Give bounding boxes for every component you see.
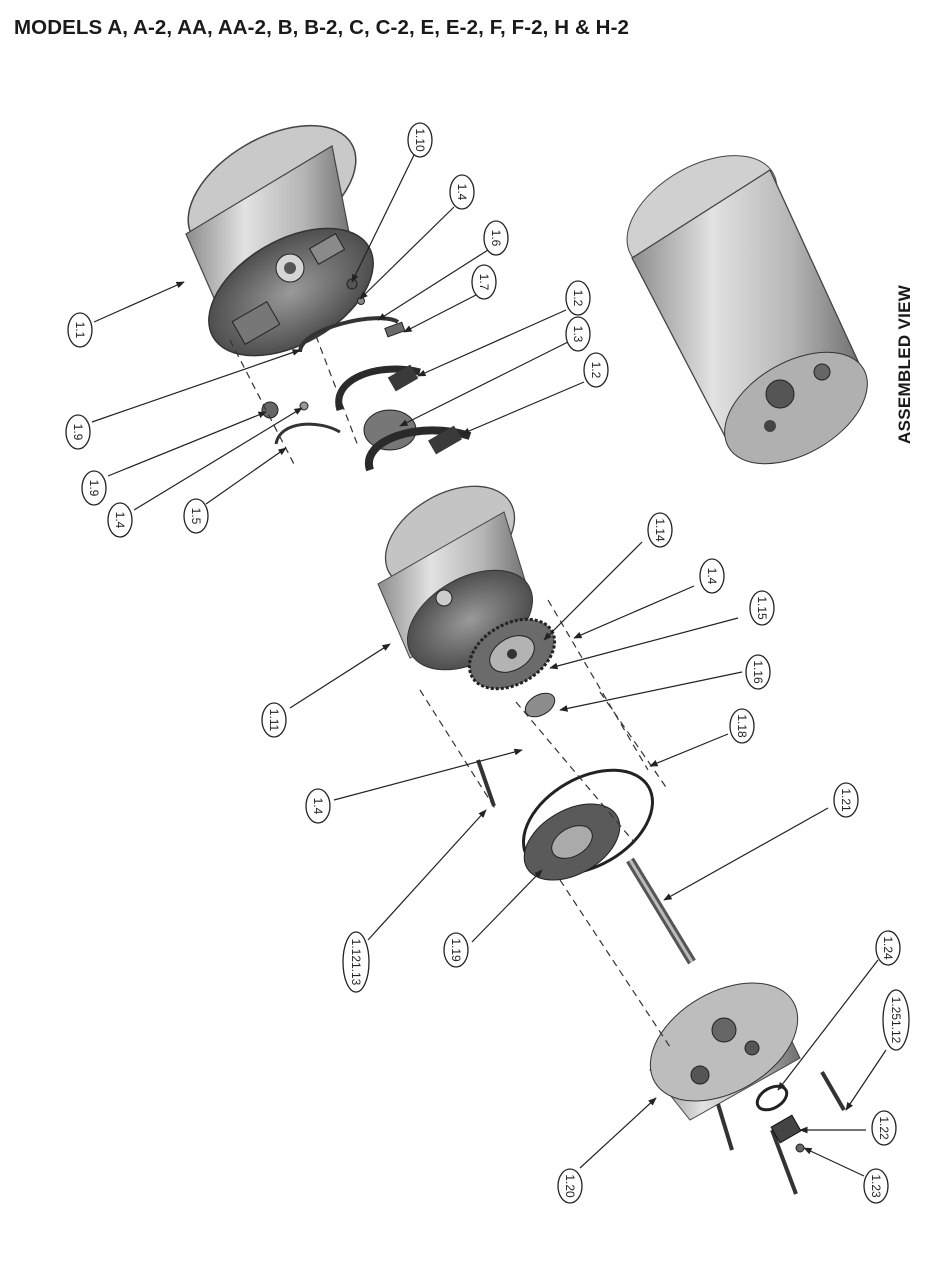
callout-1-6: 1.6 xyxy=(483,220,509,256)
svg-text:1.5: 1.5 xyxy=(189,508,203,525)
svg-text:1.9: 1.9 xyxy=(71,424,85,441)
end-bolts-part xyxy=(716,1070,846,1195)
svg-text:1.21: 1.21 xyxy=(839,788,853,812)
svg-text:1.3: 1.3 xyxy=(571,326,585,343)
callout-1-16: 1.16 xyxy=(745,654,771,690)
svg-text:1.19: 1.19 xyxy=(449,938,463,962)
assembly-axis-lines xyxy=(229,335,673,1051)
callout-1-18: 1.18 xyxy=(729,708,755,744)
callout-1-20: 1.20 xyxy=(557,1168,583,1204)
leader-lines xyxy=(91,154,887,1177)
callout-1-24: 1.24 xyxy=(875,930,901,966)
page-title: MODELS A, A-2, AA, AA-2, B, B-2, C, C-2,… xyxy=(14,16,630,39)
pin-part xyxy=(795,1143,805,1153)
callout-1-2: 1.2 xyxy=(565,280,591,316)
callout-1-4: 1.4 xyxy=(699,558,725,594)
callout-1-9: 1.9 xyxy=(65,414,91,450)
tie-bolt-part xyxy=(476,759,496,807)
assembled-view-label: ASSEMBLED VIEW xyxy=(895,284,914,444)
motor-housing-part xyxy=(185,124,374,357)
callout-1-4: 1.4 xyxy=(305,788,331,824)
callout-1-5: 1.5 xyxy=(183,498,209,534)
svg-text:1.14: 1.14 xyxy=(653,518,667,542)
end-o-ring-part xyxy=(755,1084,789,1112)
gear-part xyxy=(467,617,557,691)
callout-balloons: 1.10 1.4 1.6 1.7 1.2 1.3 1.2 1.1 xyxy=(65,122,910,1204)
svg-text:1.9: 1.9 xyxy=(87,480,101,497)
svg-text:1.1: 1.1 xyxy=(73,322,87,339)
callout-1-21: 1.21 xyxy=(833,782,859,818)
callout-1-23: 1.23 xyxy=(863,1168,889,1204)
end-housing-part xyxy=(649,982,801,1121)
callout-1-2: 1.2 xyxy=(583,352,609,388)
svg-text:1.10: 1.10 xyxy=(413,128,427,152)
svg-text:1.20: 1.20 xyxy=(563,1174,577,1198)
svg-text:1.4: 1.4 xyxy=(455,184,469,201)
svg-text:1.24: 1.24 xyxy=(881,936,895,960)
drive-shaft-part xyxy=(626,857,696,965)
assembled-motor-view xyxy=(626,155,868,465)
svg-text:1.2: 1.2 xyxy=(571,290,585,307)
svg-text:1.15: 1.15 xyxy=(755,596,769,620)
svg-text:1.121.13: 1.121.13 xyxy=(349,939,363,986)
retaining-clip-part xyxy=(298,316,400,353)
washer-part xyxy=(524,692,556,718)
pinion-gear-part xyxy=(770,1114,802,1144)
callout-1-22: 1.22 xyxy=(871,1110,897,1146)
callout-1-14: 1.14 xyxy=(647,512,673,548)
callout-1-15: 1.15 xyxy=(749,590,775,626)
svg-text:1.11: 1.11 xyxy=(267,709,281,732)
gear-housing-part xyxy=(377,485,534,671)
svg-text:1.251.12: 1.251.12 xyxy=(889,997,903,1044)
callout-1-9: 1.9 xyxy=(81,470,107,506)
callout-1-11: 1.11 xyxy=(261,702,287,738)
parts-layer xyxy=(185,124,868,1195)
callout-1-10: 1.10 xyxy=(407,122,433,158)
svg-text:1.2: 1.2 xyxy=(589,362,603,379)
callout-1-25-1-12: 1.251.12 xyxy=(882,989,910,1051)
svg-text:1.4: 1.4 xyxy=(705,568,719,585)
svg-text:1.4: 1.4 xyxy=(113,512,127,529)
callout-1-7: 1.7 xyxy=(471,264,497,300)
callout-1-12-1-13: 1.121.13 xyxy=(342,931,370,993)
svg-text:1.16: 1.16 xyxy=(751,660,765,684)
callout-1-19: 1.19 xyxy=(443,932,469,968)
svg-text:1.22: 1.22 xyxy=(877,1116,891,1140)
brush-assembly-part xyxy=(335,364,472,472)
svg-text:1.7: 1.7 xyxy=(477,274,491,291)
svg-text:1.6: 1.6 xyxy=(489,230,503,247)
callout-1-4: 1.4 xyxy=(107,502,133,538)
svg-text:1.23: 1.23 xyxy=(869,1174,883,1198)
ring-gear-plate-part xyxy=(523,803,621,881)
svg-text:1.18: 1.18 xyxy=(735,714,749,738)
svg-text:1.4: 1.4 xyxy=(311,798,325,815)
callout-1-1: 1.1 xyxy=(67,312,93,348)
callout-1-4: 1.4 xyxy=(449,174,475,210)
callout-1-3: 1.3 xyxy=(565,316,591,352)
